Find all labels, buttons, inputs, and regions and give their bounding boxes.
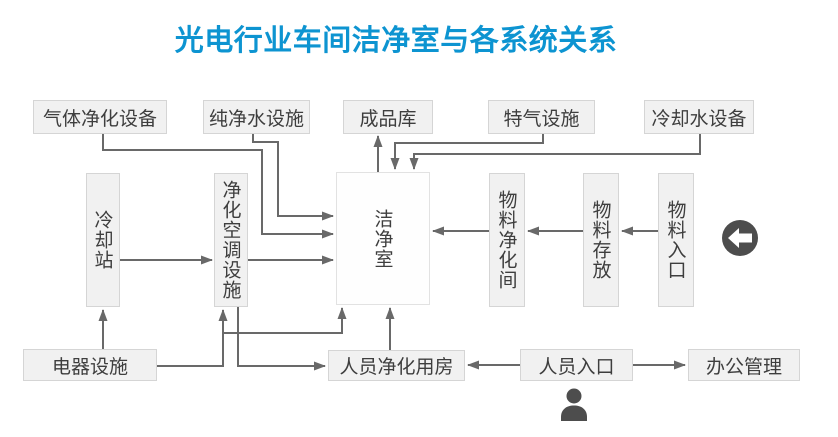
node-label: 纯净水设施 — [208, 107, 304, 130]
node-label: 冷却站 — [91, 210, 114, 270]
node-personnel-entrance: 人员入口 — [520, 349, 633, 381]
node-cooling-station: 冷却站 — [86, 173, 120, 307]
node-label: 物料净化间 — [495, 190, 518, 290]
edge-purification-hvac-to-personnel-purification — [237, 307, 326, 371]
node-label: 洁净室 — [371, 208, 394, 269]
node-cooling-water: 冷却水设备 — [644, 100, 754, 134]
node-label: 人员入口 — [538, 355, 615, 378]
person-icon — [561, 388, 587, 421]
node-label: 成品库 — [359, 107, 417, 130]
edge-electrical-to-cleanroom — [223, 307, 347, 334]
node-label: 气体净化设备 — [42, 107, 157, 130]
node-label: 冷却水设备 — [651, 107, 747, 130]
node-material-entrance: 物料入口 — [658, 173, 694, 307]
node-label: 净化空调设施 — [219, 180, 242, 300]
node-label: 电器设施 — [51, 355, 128, 378]
node-finished-goods: 成品库 — [343, 100, 433, 134]
edge-cooling-water-to-cleanroom — [409, 134, 701, 170]
node-label: 物料入口 — [664, 200, 687, 280]
edge-pure-water-to-cleanroom — [252, 134, 334, 221]
node-material-storage: 物料存放 — [583, 173, 619, 307]
edge-electrical-to-purification-hvac — [157, 309, 228, 367]
diagram-title: 光电行业车间洁净室与各系统关系 — [174, 23, 618, 57]
node-label: 人员净化用房 — [339, 356, 454, 378]
node-purification-hvac: 净化空调设施 — [214, 173, 248, 307]
node-material-purification: 物料净化间 — [489, 173, 525, 307]
node-label: 物料存放 — [589, 200, 612, 280]
node-special-gas: 特气设施 — [488, 100, 595, 134]
node-label: 办公管理 — [705, 355, 782, 378]
node-cleanroom: 洁净室 — [336, 172, 430, 305]
node-office-management: 办公管理 — [688, 349, 800, 381]
node-gas-purification: 气体净化设备 — [33, 100, 167, 134]
edge-special-gas-to-cleanroom — [390, 134, 544, 170]
node-personnel-purification: 人员净化用房 — [328, 350, 465, 381]
flow-direction-left-arrow-icon — [722, 220, 758, 256]
node-label: 特气设施 — [503, 107, 580, 130]
node-pure-water: 纯净水设施 — [203, 100, 310, 134]
node-electrical-facilities: 电器设施 — [23, 349, 157, 381]
